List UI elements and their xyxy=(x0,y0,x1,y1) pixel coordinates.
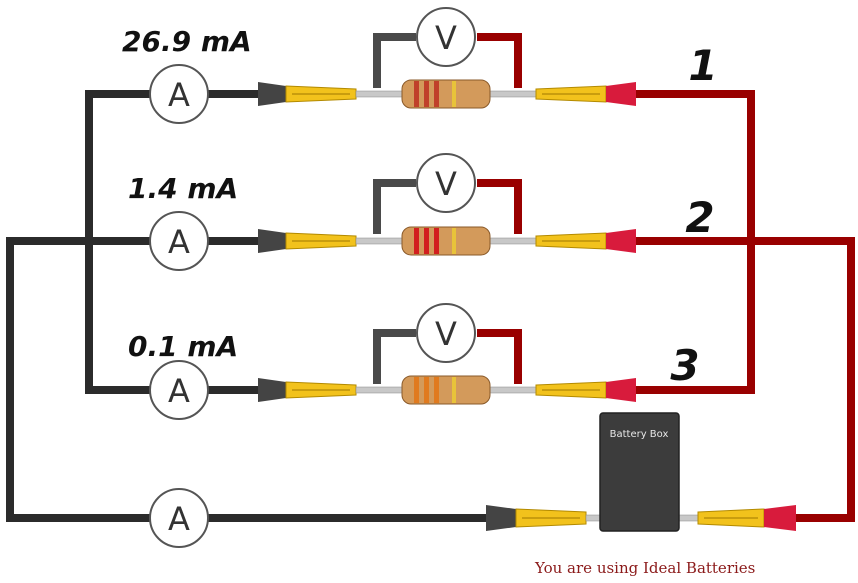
resistor-lead-left xyxy=(355,237,405,245)
resistor-band xyxy=(414,81,419,107)
resistor-lead-left xyxy=(355,90,405,98)
branch-1: A V 26.9 mA 1 xyxy=(122,7,718,124)
resistor-band xyxy=(424,377,429,403)
ammeter[interactable] xyxy=(149,488,209,548)
bus-right-outer xyxy=(634,237,855,522)
voltmeter[interactable] xyxy=(416,153,476,213)
resistor-band xyxy=(452,377,456,403)
voltmeter-leads-3 xyxy=(373,329,522,384)
probe-tip-black xyxy=(258,229,286,253)
bus-left-outer xyxy=(6,237,150,522)
ammeter-symbol: A xyxy=(168,76,190,114)
branch-3: A V 0.1 mA 3 xyxy=(128,303,700,420)
voltmeter[interactable] xyxy=(416,7,476,67)
voltmeter-symbol: V xyxy=(435,315,457,353)
probe-tip-red xyxy=(764,505,796,531)
branch-label: 2 xyxy=(685,193,714,242)
resistor-band xyxy=(414,377,419,403)
ammeter-symbol: A xyxy=(168,372,190,410)
resistor-band xyxy=(434,228,439,254)
ammeter[interactable] xyxy=(149,211,209,271)
ammeter-reading: 1.4 mA xyxy=(128,172,238,205)
ammeter-reading: 26.9 mA xyxy=(122,25,252,58)
resistor-band xyxy=(434,81,439,107)
resistor-lead-right xyxy=(487,237,537,245)
positive-wires xyxy=(634,90,855,522)
probe-tip-black xyxy=(486,505,516,531)
negative-wires xyxy=(6,90,490,522)
resistor-band xyxy=(452,81,456,107)
probe-tip-red xyxy=(606,229,636,253)
battery-branch: Battery Box A xyxy=(149,412,796,548)
battery-box[interactable] xyxy=(599,412,680,532)
probe-tip-black xyxy=(258,82,286,106)
probe-tip-black xyxy=(258,378,286,402)
battery-mode-status: You are using Ideal Batteries xyxy=(535,559,756,577)
voltmeter-symbol: V xyxy=(435,19,457,57)
resistor-band xyxy=(424,81,429,107)
branch-label: 3 xyxy=(670,341,699,390)
resistor-band xyxy=(452,228,456,254)
ammeter[interactable] xyxy=(149,360,209,420)
resistor-band xyxy=(434,377,439,403)
resistor-lead-right xyxy=(487,90,537,98)
ammeter-reading: 0.1 mA xyxy=(128,330,238,363)
ammeter-symbol: A xyxy=(168,500,190,538)
ammeter[interactable] xyxy=(149,64,209,124)
resistor-lead-right xyxy=(487,386,537,394)
battery-box-label: Battery Box xyxy=(610,429,669,440)
probe-tip-red xyxy=(606,378,636,402)
resistor-band xyxy=(414,228,419,254)
branch-label: 1 xyxy=(688,41,717,90)
voltmeter-leads-1 xyxy=(373,33,522,88)
voltmeter-leads-2 xyxy=(373,179,522,234)
ammeter-symbol: A xyxy=(168,223,190,261)
resistor-lead-left xyxy=(355,386,405,394)
voltmeter[interactable] xyxy=(416,303,476,363)
probe-tip-red xyxy=(606,82,636,106)
branch-2: A V 1.4 mA 2 xyxy=(128,153,715,271)
resistor-band xyxy=(424,228,429,254)
voltmeter-symbol: V xyxy=(435,165,457,203)
